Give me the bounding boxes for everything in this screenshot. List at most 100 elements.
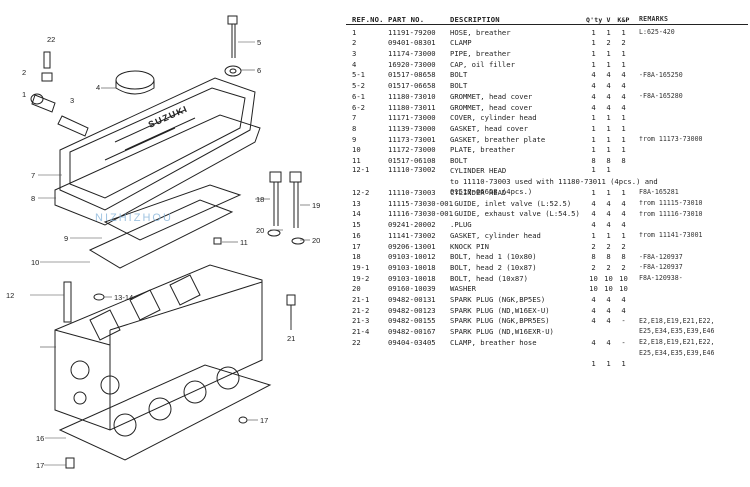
callout-16: 16	[36, 434, 44, 443]
part-no-cell: 01517-06658	[388, 81, 436, 91]
callout-labels: 22 2 1 3 4 5 6 7 8 9 10 11 18 19 20 20 1…	[6, 35, 320, 470]
qty-cell: 4	[591, 91, 596, 101]
ref-no-cell: 15	[352, 220, 361, 230]
qty-cell: 1	[591, 145, 596, 155]
v-qty-cell: 1	[606, 359, 611, 369]
header-description: DESCRIPTION	[450, 14, 500, 24]
description-cell: SPARK PLUG (NGK,BP5ES)	[450, 294, 546, 304]
remarks-cell: L:625-420	[639, 29, 675, 36]
v-qty-cell: 1	[606, 113, 611, 123]
callout-4: 4	[96, 83, 100, 92]
ref-no-cell: 14	[352, 209, 361, 219]
callout-13-14: 12	[6, 291, 14, 300]
v-qty-cell: 2	[606, 262, 611, 272]
kp-qty-cell: 1	[621, 123, 626, 133]
kp-qty-cell: 1	[621, 145, 626, 155]
remarks-cell: E25,E34,E35,E39,E46	[639, 349, 715, 357]
ref-no-cell: 4	[352, 59, 357, 69]
qty-cell: 4	[591, 209, 596, 219]
part-no-cell: 09160-10039	[388, 284, 436, 294]
callout-15: 13-14	[114, 293, 133, 302]
qty-cell: 1	[591, 49, 596, 59]
description-cell: SPARK PLUG (ND,W16EX-U)	[450, 305, 550, 315]
ref-no-cell: 2	[352, 38, 357, 48]
qty-cell: 4	[591, 198, 596, 208]
callout-18: 18	[256, 195, 264, 204]
description-cell: PLATE, breather	[450, 145, 515, 155]
v-qty-cell: 4	[606, 209, 611, 219]
ref-no-cell: 9	[352, 134, 357, 144]
ref-no-cell: 11	[352, 155, 361, 165]
part-no-cell: 16920-73000	[388, 59, 436, 69]
remarks-cell: from 11115-73010	[639, 200, 703, 207]
callout-7: 7	[31, 171, 35, 180]
callout-3: 3	[70, 96, 74, 105]
remarks-cell: F8A-120938-	[639, 274, 683, 282]
description-cell: CYLINDER HEAD	[450, 188, 507, 198]
qty-cell: 1	[591, 59, 596, 69]
kp-qty-cell: 2	[621, 38, 626, 48]
part-no-cell: 11173-73001	[388, 134, 436, 144]
kp-qty-cell: 4	[621, 81, 626, 91]
v-qty-cell: 4	[606, 220, 611, 230]
remarks-cell: -F8A-120937	[639, 264, 683, 271]
description-cell: GROMMET, head cover	[450, 102, 533, 112]
part-no-cell: 09103-10018	[388, 273, 436, 283]
kp-qty-cell: 4	[621, 198, 626, 208]
kp-qty-cell: 2	[621, 241, 626, 251]
description-cell: .GUIDE, inlet valve (L:52.5)	[450, 198, 572, 208]
description-cell: KNOCK PIN	[450, 241, 489, 251]
table-row: E25,E34,E35,E39,E46	[346, 348, 748, 359]
description-cell: .GUIDE, exhaust valve (L:54.5)	[450, 209, 580, 219]
breather-parts-illustration	[30, 51, 89, 137]
header-ref-no: REF.NO.	[352, 14, 384, 24]
part-no-cell: 11180-73010	[388, 91, 436, 101]
remarks-cell: -F8A-120937	[639, 253, 683, 261]
part-no-cell: 09206-13001	[388, 241, 436, 251]
header-part-no: PART NO.	[388, 14, 425, 24]
part-no-cell: 11141-73002	[388, 230, 436, 240]
kp-qty-cell: 1	[621, 59, 626, 69]
header-qty: Q'ty	[586, 15, 603, 24]
v-qty-cell: 4	[606, 102, 611, 112]
callout-8: 8	[31, 194, 35, 203]
ref-no-cell: 17	[352, 241, 361, 251]
ref-no-cell: 21-3	[352, 316, 370, 326]
remarks-cell: -F8A-165250	[639, 71, 683, 79]
ref-no-cell: 21-2	[352, 305, 370, 315]
v-qty-cell: 1	[606, 188, 611, 198]
v-qty-cell: 1	[606, 27, 611, 37]
v-qty-cell: 1	[606, 49, 611, 59]
part-no-cell: 11191-79200	[388, 27, 436, 37]
header-kp: K&P	[617, 15, 630, 24]
ref-no-cell: 8	[352, 123, 357, 133]
description-cell: GROMMET, head cover	[450, 91, 533, 101]
qty-cell: 1	[591, 359, 596, 369]
kp-qty-cell: 4	[621, 209, 626, 219]
description-cell: SPARK PLUG (NGK,BPR5ES)	[450, 316, 550, 326]
remarks-cell: E25,E34,E35,E39,E46	[639, 328, 715, 335]
callout-17-right: 17	[260, 416, 268, 425]
kp-qty-cell: 4	[621, 70, 626, 80]
qty-cell: 2	[591, 262, 596, 272]
v-qty-cell: 1	[606, 123, 611, 133]
header-remarks: REMARKS	[639, 16, 669, 23]
ref-no-cell: 13	[352, 198, 361, 208]
v-qty-cell: 4	[606, 70, 611, 80]
callout-1: 1	[22, 90, 26, 99]
description-cell: BOLT, head 2 (10x87)	[450, 262, 537, 272]
